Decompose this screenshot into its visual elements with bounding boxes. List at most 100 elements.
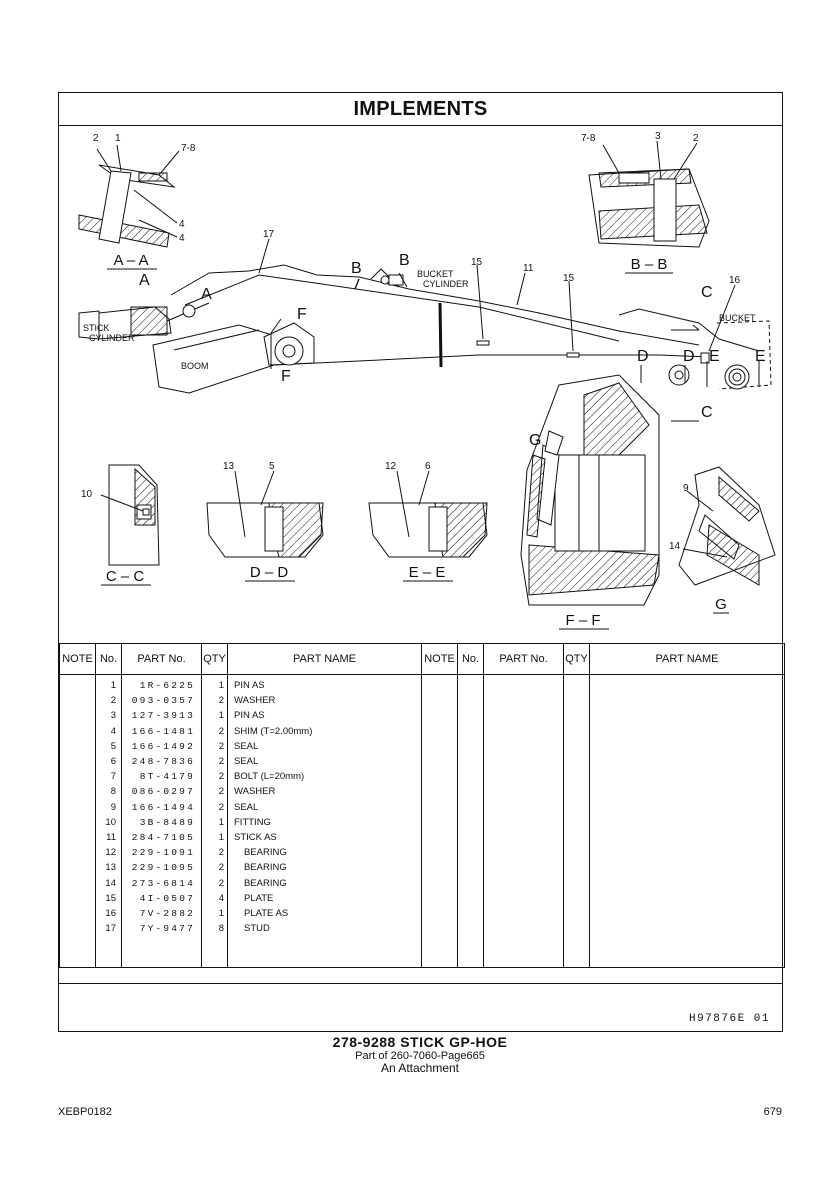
cell-qty <box>201 951 228 968</box>
section-marker: A <box>201 286 212 303</box>
cell-pn: 166-1481 <box>121 723 202 739</box>
cell-no: 5 <box>95 738 122 754</box>
view-e-e <box>368 470 488 558</box>
table-row <box>59 936 785 952</box>
cell-note <box>59 708 96 724</box>
cell-pn <box>483 875 564 891</box>
cell-no <box>457 814 484 830</box>
cell-pn <box>483 753 564 770</box>
cell-no: 3 <box>95 708 122 724</box>
cell-no: 4 <box>95 723 122 739</box>
cell-qty: 2 <box>201 753 228 770</box>
cell-name <box>589 829 785 846</box>
cell-no: 6 <box>95 753 122 770</box>
cell-name <box>589 860 785 876</box>
cell-pn: 086-0297 <box>121 784 202 800</box>
section-marker: G <box>529 432 541 449</box>
cell-pn: 248-7836 <box>121 753 202 770</box>
cell-name <box>589 708 785 724</box>
callout: 6 <box>425 461 431 472</box>
callout: 14 <box>669 541 681 552</box>
col-part-no-2: PART No. <box>483 643 564 675</box>
section-marker: E <box>755 348 766 365</box>
table-row <box>59 951 785 968</box>
cell-no <box>95 936 122 952</box>
cell-note <box>421 769 458 785</box>
cell-note <box>59 936 96 952</box>
caption-attachment: An Attachment <box>380 1061 460 1075</box>
cell-qty: 2 <box>201 723 228 739</box>
cell-qty <box>201 936 228 952</box>
section-marker: F <box>297 306 307 323</box>
section-marker: D <box>637 348 649 365</box>
caption-part-of: Part of 260-7060-Page665 <box>355 1050 485 1062</box>
cell-name <box>589 769 785 785</box>
callout: 4 <box>179 233 185 244</box>
callout: 7-8 <box>581 133 596 144</box>
section-marker: C <box>701 404 713 421</box>
cell-note <box>421 708 458 724</box>
callout: 1 <box>115 133 121 144</box>
cell-note <box>421 723 458 739</box>
cell-no <box>457 693 484 709</box>
page-title: IMPLEMENTS <box>353 98 488 120</box>
cell-pn: 229-1091 <box>121 845 202 861</box>
cell-pn <box>483 799 564 815</box>
cell-qty: 2 <box>201 860 228 876</box>
cell-no: 7 <box>95 769 122 785</box>
cell-pn: 284-7105 <box>121 829 202 846</box>
cell-pn <box>483 814 564 830</box>
cell-qty <box>563 799 590 815</box>
section-marker: B <box>399 252 410 269</box>
cell-note <box>59 738 96 754</box>
cell-note <box>421 845 458 861</box>
cell-name: SEAL <box>227 799 422 815</box>
cell-note <box>421 905 458 921</box>
cell-pn <box>483 784 564 800</box>
cell-no <box>457 799 484 815</box>
cell-pn <box>483 921 564 937</box>
view-b-b <box>588 140 710 248</box>
cell-note <box>59 890 96 906</box>
cell-note <box>421 738 458 754</box>
cell-name: SEAL <box>227 738 422 754</box>
caption-title: 278-9288 STICK GP-HOE <box>332 1034 508 1050</box>
cell-qty <box>563 674 590 694</box>
cell-name <box>589 738 785 754</box>
cell-no <box>457 784 484 800</box>
section-title: B – B <box>631 256 668 273</box>
cell-note <box>421 921 458 937</box>
cell-no: 14 <box>95 875 122 891</box>
cell-note <box>421 814 458 830</box>
cell-name: PLATE AS <box>227 905 422 921</box>
cell-note <box>421 784 458 800</box>
page-number: 679 <box>763 1106 782 1118</box>
cell-no: 2 <box>95 693 122 709</box>
cell-pn <box>483 693 564 709</box>
section-marker: D <box>683 348 695 365</box>
cell-note <box>59 723 96 739</box>
cell-qty: 1 <box>201 829 228 846</box>
cell-no <box>457 905 484 921</box>
cell-pn <box>483 860 564 876</box>
cell-no <box>457 845 484 861</box>
callout: 2 <box>693 133 699 144</box>
cell-name <box>589 799 785 815</box>
col-no: No. <box>95 643 122 675</box>
view-d-d <box>206 470 324 558</box>
cell-name: WASHER <box>227 693 422 709</box>
exploded-view-drawing: 2 1 7-8 4 4 7-8 3 2 17 15 11 15 16 13 5 … <box>78 131 776 630</box>
cell-pn: 166-1494 <box>121 799 202 815</box>
cell-qty: 1 <box>201 905 228 921</box>
cell-no <box>457 921 484 937</box>
cell-pn: 7V-2882 <box>121 905 202 921</box>
callout: 15 <box>471 257 483 268</box>
component-labels: STICK CYLINDER BUCKET CYLINDER BOOM BUCK… <box>83 269 756 371</box>
cell-name <box>589 936 785 952</box>
label-bucket-end: BUCKET <box>719 313 756 323</box>
